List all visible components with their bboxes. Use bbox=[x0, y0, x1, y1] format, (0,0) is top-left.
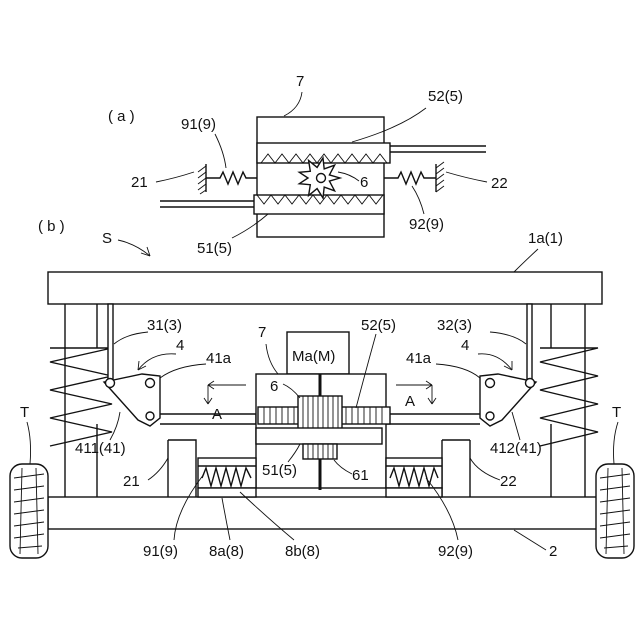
crank-412-pivot-bot bbox=[486, 412, 494, 420]
box-92 bbox=[386, 458, 442, 488]
top-plate-1a bbox=[48, 272, 602, 304]
leader-b-T-right bbox=[614, 422, 619, 464]
label-b-61: 61 bbox=[352, 467, 369, 484]
label-b-4-right: 4 bbox=[461, 337, 469, 354]
right-bracket-22 bbox=[442, 440, 470, 497]
leader-b-412 bbox=[512, 412, 520, 440]
label-b-T-left: T bbox=[20, 404, 29, 421]
crank-412-pivot-mid bbox=[486, 379, 495, 388]
panel-a-label: ( a ) bbox=[108, 108, 135, 125]
label-b-92: 92(9) bbox=[438, 543, 473, 560]
leader-b-21 bbox=[148, 458, 168, 480]
leader-b-41a-right bbox=[436, 364, 480, 378]
left-suspension-spring bbox=[50, 348, 112, 446]
label-b-A-right: A bbox=[405, 393, 415, 410]
label-b-8b: 8b(8) bbox=[285, 543, 320, 560]
arrow-S bbox=[118, 240, 150, 256]
box-92-base bbox=[386, 488, 442, 497]
spring-91-a bbox=[206, 172, 257, 184]
right-suspension-spring bbox=[540, 348, 598, 446]
spring-92-a bbox=[384, 172, 436, 184]
label-b-motor: Ma(M) bbox=[292, 348, 335, 365]
label-a-91: 91(9) bbox=[181, 116, 216, 133]
label-b-6: 6 bbox=[270, 378, 278, 395]
rack-51-b bbox=[256, 428, 382, 444]
leader-a-22 bbox=[446, 172, 487, 182]
label-b-31: 31(3) bbox=[147, 317, 182, 334]
label-b-52: 52(5) bbox=[361, 317, 396, 334]
leader-b-32 bbox=[490, 332, 526, 344]
crank-411-pivot-bot bbox=[146, 412, 154, 420]
leader-b-1a bbox=[514, 249, 538, 272]
leader-b-7 bbox=[266, 344, 278, 374]
label-b-7: 7 bbox=[258, 324, 266, 341]
label-b-91: 91(9) bbox=[143, 543, 178, 560]
label-a-6: 6 bbox=[360, 174, 368, 191]
wall-22-hatch bbox=[436, 162, 444, 192]
label-b-22: 22 bbox=[500, 473, 517, 490]
label-b-A-left: A bbox=[212, 406, 222, 423]
label-b-2: 2 bbox=[549, 543, 557, 560]
label-b-1a: 1a(1) bbox=[528, 230, 563, 247]
box-8b bbox=[198, 488, 256, 497]
rod-32 bbox=[527, 304, 532, 380]
label-a-22: 22 bbox=[491, 175, 508, 192]
right-wheel bbox=[596, 464, 634, 558]
rod-31 bbox=[108, 304, 113, 380]
base-frame-2 bbox=[48, 497, 602, 529]
leader-b-411 bbox=[110, 412, 120, 440]
left-wheel bbox=[10, 464, 48, 558]
label-b-412: 412(41) bbox=[490, 440, 542, 457]
leader-a-92 bbox=[412, 186, 424, 214]
leader-b-T-left bbox=[27, 422, 31, 464]
label-a-7: 7 bbox=[296, 73, 304, 90]
label-b-4-left: 4 bbox=[176, 337, 184, 354]
panel-b-label: ( b ) bbox=[38, 218, 65, 235]
wall-21-hatch bbox=[198, 166, 206, 194]
leader-b-41a-left bbox=[160, 364, 206, 378]
crank-412-pivot-top bbox=[526, 379, 535, 388]
leader-a-21 bbox=[156, 172, 194, 182]
label-b-32: 32(3) bbox=[437, 317, 472, 334]
label-b-8a: 8a(8) bbox=[209, 543, 244, 560]
crank-411-pivot-mid bbox=[146, 379, 155, 388]
leader-b-22 bbox=[470, 458, 500, 480]
leader-a-91 bbox=[215, 134, 226, 168]
label-a-51: 51(5) bbox=[197, 240, 232, 257]
label-b-51: 51(5) bbox=[262, 462, 297, 479]
label-a-92: 92(9) bbox=[409, 216, 444, 233]
leader-b-31 bbox=[114, 332, 148, 344]
label-b-41a-right: 41a bbox=[406, 350, 432, 367]
leader-a-7 bbox=[284, 92, 302, 116]
label-b-S: S bbox=[102, 230, 112, 247]
link-right bbox=[386, 414, 480, 424]
label-b-21: 21 bbox=[123, 473, 140, 490]
label-b-41a-left: 41a bbox=[206, 350, 232, 367]
label-a-52: 52(5) bbox=[428, 88, 463, 105]
left-bracket-21 bbox=[168, 440, 196, 497]
label-b-411: 411(41) bbox=[75, 440, 126, 457]
panel-b: ( b ) S 1a(1) 2 T bbox=[10, 218, 634, 560]
link-left bbox=[160, 414, 256, 424]
label-b-T-right: T bbox=[612, 404, 621, 421]
label-a-21: 21 bbox=[131, 174, 148, 191]
crank-411-pivot-top bbox=[106, 379, 115, 388]
leader-b-2 bbox=[514, 530, 546, 550]
gear-hub-a bbox=[317, 174, 326, 183]
panel-a: ( a ) 7 52(5) 91(9) 21 bbox=[108, 73, 508, 257]
